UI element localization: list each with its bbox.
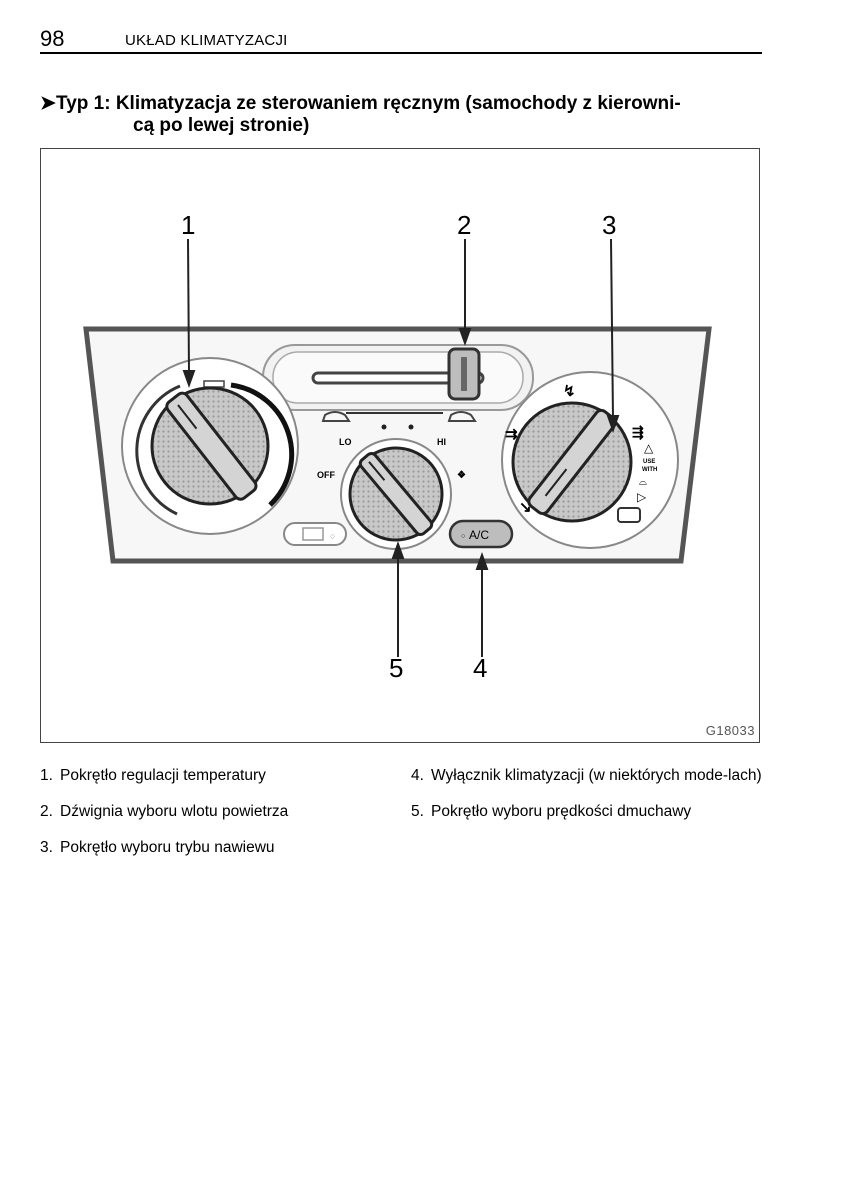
legend-text: Dźwignia wyboru wlotu powietrza — [60, 803, 289, 820]
callout-1: 1 — [181, 210, 195, 240]
legend-item: 3. Pokrętło wyboru trybu nawiewu — [40, 838, 380, 857]
use-label: USE — [643, 459, 655, 465]
legend-number: 4. — [411, 767, 424, 784]
with-label: WITH — [642, 467, 657, 473]
legend-item: 4. Wyłącznik klimatyzacji (w niektórych … — [411, 766, 763, 785]
inlet-indicators — [321, 411, 477, 430]
fan-off-label: OFF — [317, 470, 335, 480]
callout-2: 2 — [457, 210, 471, 240]
legend-item: 1. Pokrętło regulacji temperatury — [40, 766, 380, 785]
warning-icon: △ — [644, 441, 654, 455]
section-title-line1: Typ 1: Klimatyzacja ze sterowaniem ręczn… — [56, 93, 681, 114]
legend-text: Pokrętło wyboru prędkości dmuchawy — [431, 803, 692, 820]
legend-text: Wyłącznik klimatyzacji (w niektórych mod… — [431, 767, 762, 784]
rear-defogger-button: ○ — [283, 522, 347, 546]
legend-text: Pokrętło regulacji temperatury — [60, 767, 266, 784]
legend-number: 3. — [40, 839, 53, 856]
legend-left-column: 1. Pokrętło regulacji temperatury 2. Dźw… — [40, 766, 380, 874]
legend-number: 5. — [411, 803, 424, 820]
fan-lo-label: LO — [339, 437, 352, 447]
mode-knob: ↯ ⇉ ↘ ⇶ △ USE WITH ⌓ ▷ — [501, 371, 679, 549]
callout-4: 4 — [473, 653, 487, 683]
air-inlet-lever — [262, 344, 534, 411]
bilevel-vent-icon: ⇉ — [505, 426, 518, 443]
legend-number: 1. — [40, 767, 53, 784]
figure-climate-control-panel: LO HI OFF ❖ ○ ○ A/C ↯ ⇉ ↘ ⇶ △ USE WI — [40, 148, 760, 743]
control-panel-illustration: LO HI OFF ❖ ○ ○ A/C ↯ ⇉ ↘ ⇶ △ USE WI — [83, 210, 712, 683]
callout-leaders — [182, 238, 620, 657]
section-title-line2: cą po lewej stronie) — [133, 115, 310, 136]
legend-item: 5. Pokrętło wyboru prędkości dmuchawy — [411, 802, 763, 821]
svg-text:○: ○ — [461, 533, 465, 540]
header-rule — [40, 52, 762, 54]
fan-hi-label: HI — [437, 437, 446, 447]
page-number: 98 — [40, 26, 65, 51]
face-vent-icon: ↯ — [563, 383, 576, 400]
callout-3: 3 — [602, 210, 616, 240]
bullet-arrow-icon: ➤ — [40, 93, 56, 114]
legend-text: Pokrętło wyboru trybu nawiewu — [60, 839, 275, 856]
legend-right-column: 4. Wyłącznik klimatyzacji (w niektórych … — [411, 766, 763, 838]
running-title: UKŁAD KLIMATYZACJI — [125, 32, 288, 49]
legend-item: 2. Dźwignia wyboru wlotu powietrza — [40, 802, 380, 821]
recirc-icon: ⌓ — [639, 477, 647, 488]
floor-vent-icon: ↘ — [519, 499, 532, 516]
temperature-knob — [121, 357, 299, 535]
callout-5: 5 — [389, 653, 403, 683]
svg-text:○: ○ — [330, 531, 335, 541]
fan-max-icon: ❖ — [457, 470, 466, 481]
floor-defrost-icon: ⇶ — [632, 424, 644, 441]
windshield-icon: ▷ — [637, 490, 647, 504]
section-title: ➤Typ 1: Klimatyzacja ze sterowaniem ręcz… — [40, 93, 765, 137]
defrost-icon — [617, 507, 641, 523]
fan-speed-knob — [340, 438, 452, 550]
ac-button: ○ A/C — [448, 519, 514, 549]
legend-number: 2. — [40, 803, 53, 820]
ac-label: A/C — [469, 528, 489, 542]
figure-code: G18033 — [705, 723, 755, 738]
